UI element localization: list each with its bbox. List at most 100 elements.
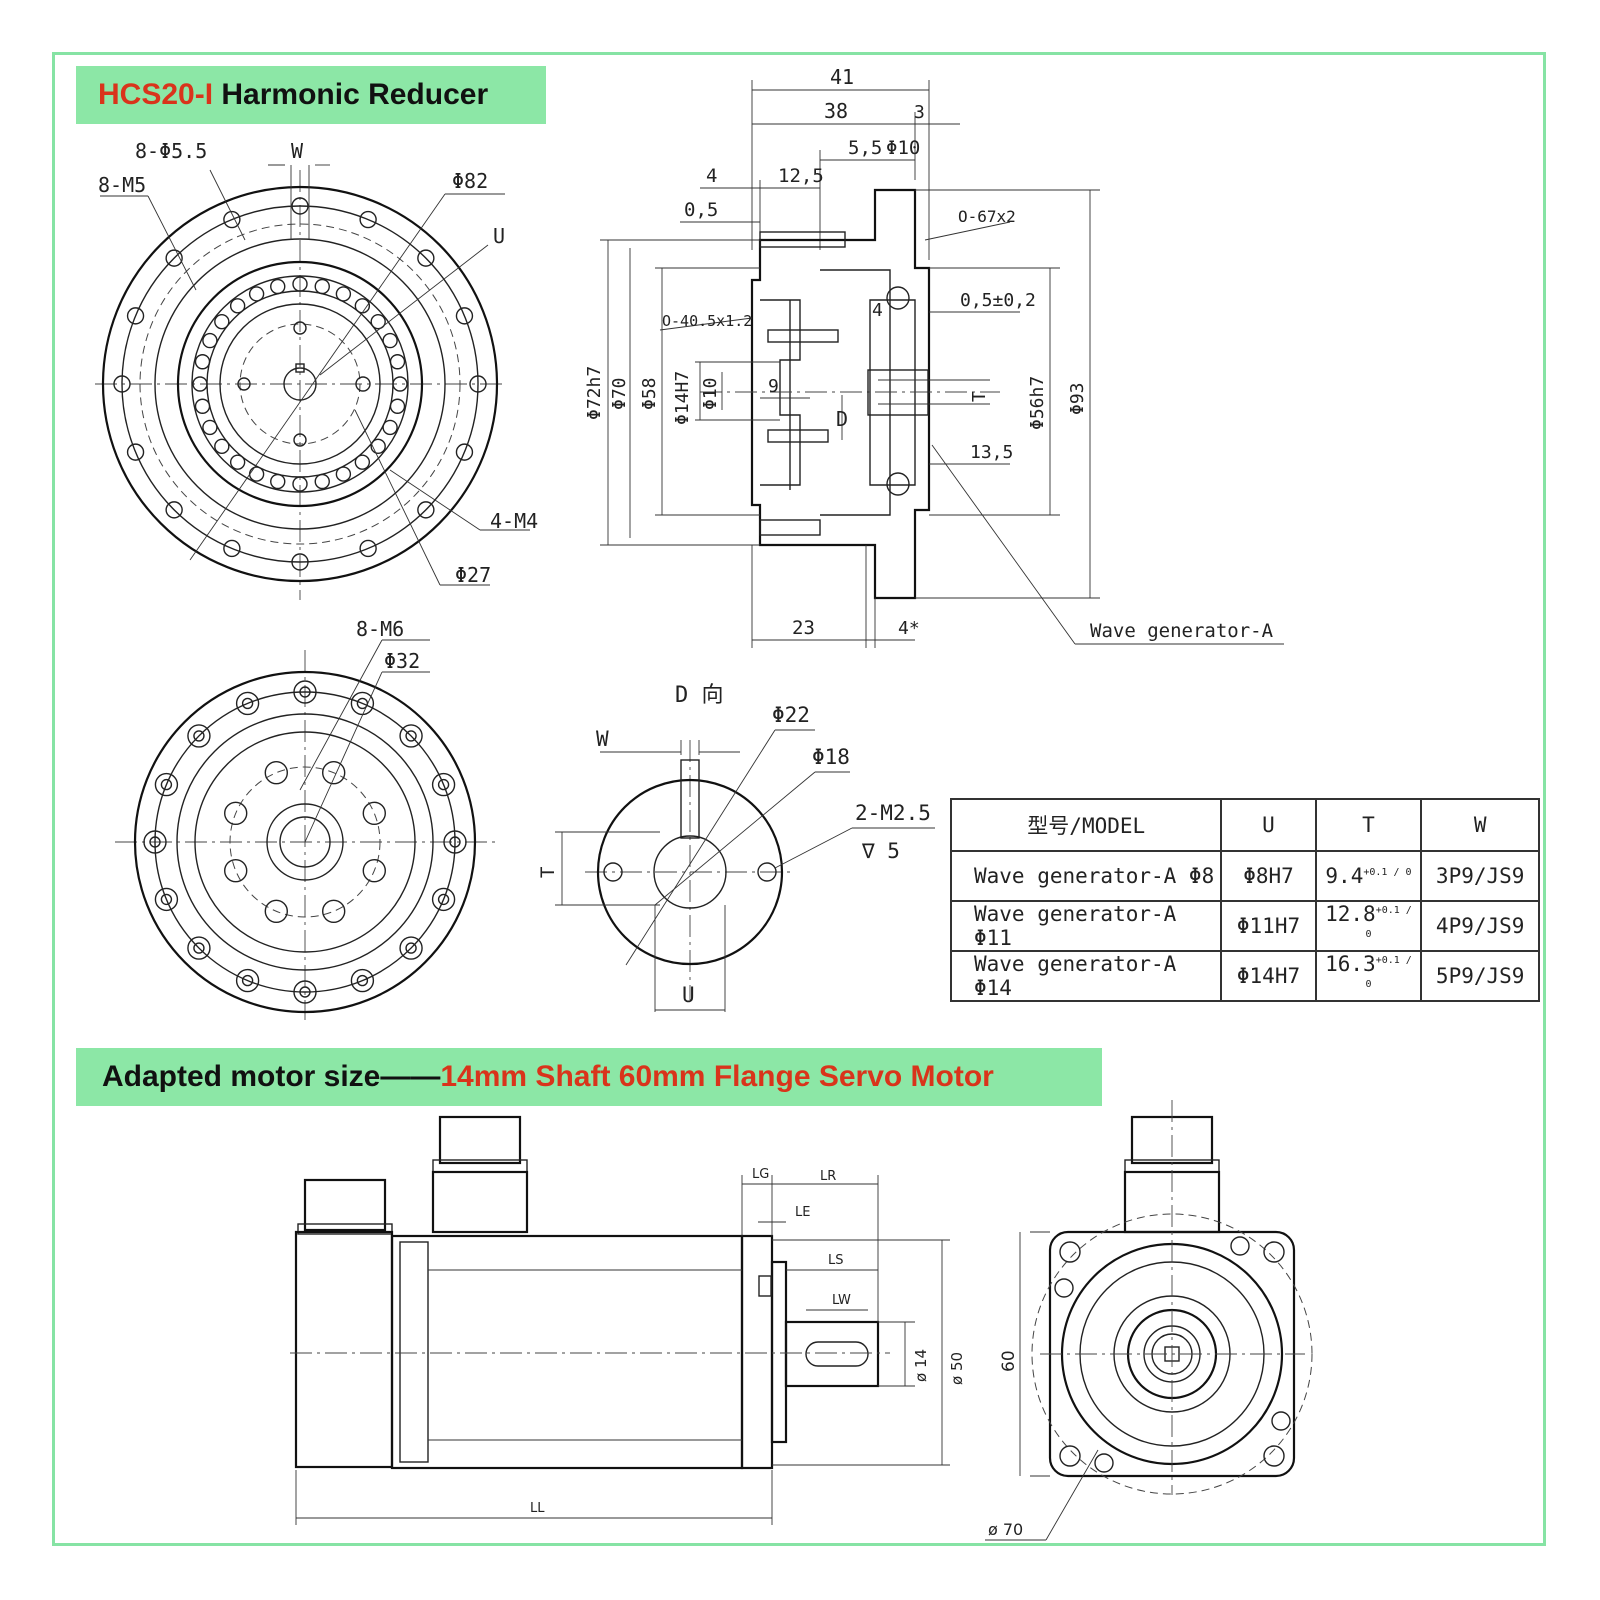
- rear-outer-hole-inner: [405, 730, 417, 742]
- bearing-roller: [314, 278, 330, 295]
- front-view: 8-Φ5.5 8-M5 W Φ82 U 4-M4 Φ27: [95, 139, 538, 600]
- rear-outer-hole: [399, 936, 423, 960]
- rear-outer-hole: [235, 968, 260, 993]
- bolt-hole: [223, 210, 241, 229]
- row-t-value: 12.8: [1325, 902, 1376, 926]
- bolt-hole: [469, 375, 487, 393]
- bearing-roller: [270, 278, 286, 295]
- rear-outer-hole-inner: [149, 836, 161, 848]
- row-t-value: 9.4: [1325, 864, 1364, 888]
- motor-lw-label: LW: [832, 1293, 851, 1308]
- rear-outer-hole-inner: [437, 893, 450, 906]
- d-view: D 向 W Φ22 Φ18 2-M2.5 ∇ 5 T U: [537, 683, 935, 1012]
- rear-inner-bolt-holes: [224, 761, 386, 923]
- motor-banner-prefix: Adapted motor size——: [102, 1060, 441, 1093]
- front-u-label: U: [493, 224, 505, 248]
- dim-38: 38: [824, 99, 848, 123]
- section-t-label: T: [969, 391, 990, 402]
- rear-inner-hole: [322, 899, 346, 923]
- row-u: Φ8H7: [1220, 850, 1317, 902]
- rear-outer-hole: [293, 980, 317, 1004]
- bolt-hole: [359, 539, 377, 558]
- spec-table: 型号/MODEL U T W Wave generator-A Φ8 Φ8H7 …: [949, 798, 1540, 1002]
- bolt-hole-label: 8-Φ5.5: [135, 139, 207, 163]
- bearing-roller: [214, 313, 230, 330]
- d-view-t-label: T: [537, 867, 559, 878]
- depth-label: ∇ 5: [861, 839, 900, 863]
- motor-le-label: LE: [795, 1205, 810, 1220]
- motor-front-view: 60 ø 70: [985, 1100, 1313, 1541]
- d-view-w-label: W: [596, 727, 609, 751]
- dim-93: Φ93: [1067, 382, 1088, 415]
- bolt-hole: [165, 501, 183, 519]
- row-model: Wave generator-A Φ14: [949, 950, 1223, 1002]
- table-header-t: T: [1314, 798, 1423, 852]
- table-row: Wave generator-A Φ11 Φ11H7 12.8+0.1 / 0 …: [949, 900, 1540, 952]
- row-w: 4P9/JS9: [1420, 900, 1540, 952]
- oring-67: O-67x2: [958, 207, 1016, 226]
- bearing-roller: [192, 376, 208, 392]
- title-banner: HCS20-I Harmonic Reducer: [76, 66, 546, 124]
- motor-d14-label: ø 14: [912, 1349, 930, 1382]
- rear-outer-hole: [431, 772, 456, 797]
- dim-5-5: 5,5: [848, 137, 882, 159]
- d32-label: Φ32: [384, 649, 420, 673]
- bolt-hole: [455, 443, 474, 461]
- bearing-roller: [194, 398, 211, 414]
- dim-12-5: 12,5: [778, 165, 824, 187]
- motor-lr-label: LR: [820, 1169, 836, 1184]
- front-w-label: W: [291, 139, 304, 163]
- d82-label: Φ82: [452, 169, 488, 193]
- d27-label: Φ27: [455, 563, 491, 587]
- dim-41: 41: [830, 65, 854, 89]
- bearing-roller: [292, 276, 308, 292]
- d-view-title: D 向: [675, 683, 724, 708]
- bearing-roller: [392, 376, 408, 392]
- bearing-roller: [194, 354, 211, 370]
- front-bolt-holes: [113, 197, 487, 571]
- bearing-roller: [248, 286, 265, 302]
- tol-0-5: 0,5±0,2: [960, 290, 1036, 311]
- rear-outer-hole: [293, 680, 317, 704]
- motor-ls-label: LS: [828, 1253, 844, 1268]
- rear-outer-hole-inner: [356, 974, 369, 987]
- m25-label: 2-M2.5: [855, 801, 931, 825]
- rear-inner-hole: [322, 761, 346, 785]
- bolt-hole: [126, 307, 145, 325]
- bearing-roller: [389, 398, 406, 414]
- bearing-roller: [382, 332, 398, 349]
- rear-inner-hole: [224, 859, 248, 883]
- bolt-hole: [455, 307, 474, 325]
- bearing-roller: [354, 454, 371, 470]
- dim-9: 9: [768, 376, 779, 397]
- product-name: Harmonic Reducer: [213, 78, 489, 111]
- front-bearing-rollers: [192, 276, 408, 492]
- dim-13-5: 13,5: [970, 442, 1013, 463]
- dim-58: Φ58: [639, 377, 660, 410]
- bearing-roller: [382, 419, 398, 436]
- rear-inner-hole: [362, 859, 386, 883]
- rear-inner-hole: [224, 801, 248, 825]
- d22-label: Φ22: [772, 703, 810, 727]
- motor-ll-label: LL: [530, 1501, 545, 1516]
- rear-outer-hole-inner: [160, 778, 173, 791]
- row-t-value: 16.3: [1325, 952, 1376, 976]
- row-u: Φ11H7: [1220, 900, 1317, 952]
- bearing-roller: [229, 454, 246, 470]
- row-t-tolerance: +0.1 / 0: [1365, 955, 1412, 990]
- bearing-roller: [314, 473, 330, 490]
- row-t: 9.4+0.1 / 0: [1314, 850, 1423, 902]
- motor-banner-highlight: 14mm Shaft 60mm Flange Servo Motor: [440, 1060, 994, 1093]
- dim-10: Φ10: [886, 137, 920, 159]
- bearing-roller: [370, 438, 386, 455]
- bolt-hole: [223, 539, 241, 558]
- rear-outer-hole-inner: [160, 893, 173, 906]
- rear-outer-hole: [235, 691, 260, 716]
- table-header-model: 型号/MODEL: [949, 798, 1223, 852]
- motor-d60-label: 60: [999, 1350, 1019, 1372]
- dim-0-5: 0,5: [684, 199, 718, 221]
- bolt-hole: [165, 249, 183, 267]
- dim-4b: 4: [872, 300, 883, 321]
- rear-outer-hole-inner: [193, 730, 205, 742]
- motor-lg-label: LG: [752, 1167, 769, 1182]
